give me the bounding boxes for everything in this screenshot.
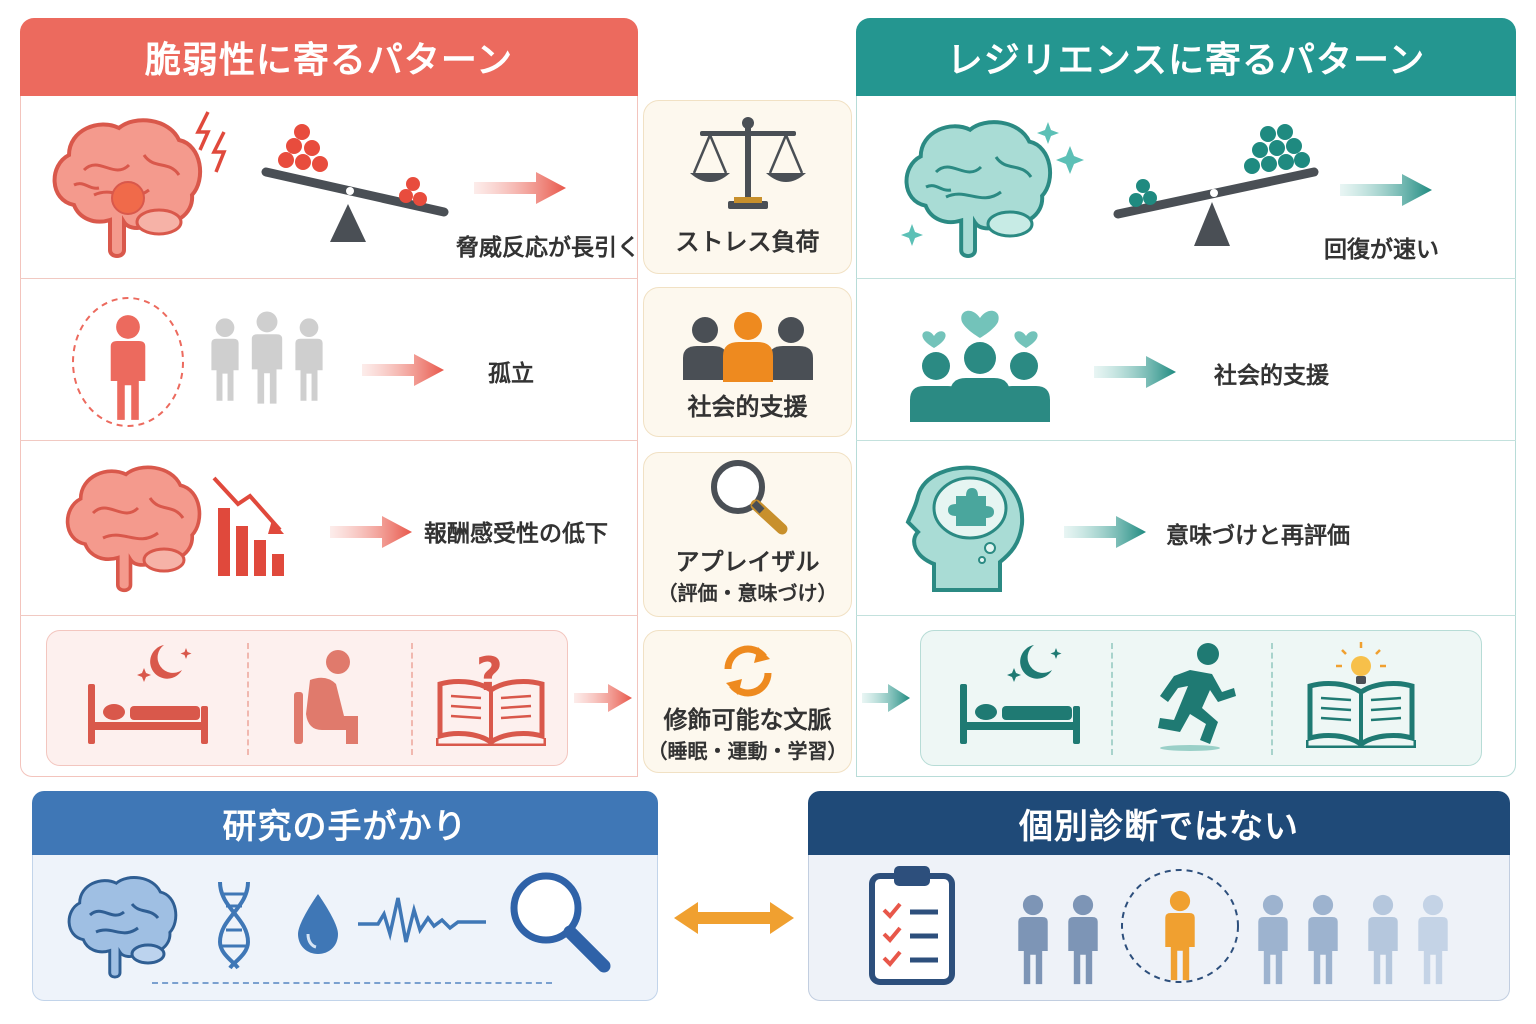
double-arrow-icon — [674, 902, 794, 934]
seesaw-icon — [1113, 124, 1319, 246]
research-clues-header: 研究の手がかり — [32, 791, 658, 855]
head-puzzle-icon — [905, 465, 1025, 592]
social-support-center-label: 社会的支援 — [687, 393, 808, 421]
magnifier-icon — [710, 460, 787, 535]
population-icon — [1018, 894, 1448, 985]
arrow-right-icon — [1064, 516, 1146, 548]
vulnerability-header: 脆弱性に寄るパターン — [20, 18, 638, 96]
appraisal-label: アプレイザル — [675, 548, 820, 576]
arrow-right-icon — [1340, 174, 1432, 206]
social-support-right-label: 社会的支援 — [1214, 363, 1329, 389]
row-divider — [20, 615, 638, 616]
threat-response-label: 脅威反応が長引く — [456, 235, 640, 261]
arrow-right-icon — [1094, 356, 1176, 388]
modifiable-context-box: 修飾可能な文脈 （睡眠・運動・学習） — [643, 630, 852, 773]
book-question-icon: ? — [436, 647, 546, 748]
arrow-right-icon — [862, 684, 910, 712]
running-person-icon — [1158, 643, 1236, 751]
sparkle-icon — [901, 122, 1084, 246]
row-divider — [856, 615, 1516, 616]
recovery-label: 回復が速い — [1324, 237, 1439, 263]
appraisal-sub-label: （評価・意味づけ） — [657, 581, 838, 605]
row-divider — [20, 278, 638, 279]
arrow-right-icon — [362, 354, 444, 386]
stressed-brain-icon — [52, 118, 203, 258]
seesaw-icon — [261, 124, 449, 242]
row-divider — [20, 440, 638, 441]
supportive-people-icon — [910, 310, 1050, 422]
moon-stars-icon — [1007, 645, 1062, 682]
arrow-right-icon — [474, 172, 566, 204]
appraisal-box: アプレイザル （評価・意味づけ） — [643, 452, 852, 617]
reward-sensitivity-label: 報酬感受性の低下 — [424, 521, 608, 547]
modifiable-context-label: 修飾可能な文脈 — [663, 706, 832, 734]
clipboard-icon — [869, 866, 955, 985]
isolated-person-icon — [72, 297, 184, 427]
sitting-person-icon — [294, 650, 358, 744]
book-lightbulb-icon — [1306, 642, 1416, 750]
drop-icon — [298, 894, 338, 954]
highlighted-person-icon — [1121, 869, 1239, 983]
resilience-header: レジリエンスに寄るパターン — [856, 18, 1516, 96]
moon-stars-icon — [137, 645, 192, 682]
people-group-icon — [211, 311, 323, 404]
balance-scale-icon — [689, 117, 806, 209]
not-diagnosis-header: 個別診断ではない — [808, 791, 1510, 855]
stress-load-box: ストレス負荷 — [643, 100, 852, 274]
bed-icon — [960, 684, 1080, 744]
waveform-icon — [358, 897, 486, 943]
people-icon — [682, 312, 813, 382]
row-divider — [856, 440, 1516, 441]
arrow-right-icon — [330, 516, 412, 548]
bed-icon — [88, 684, 208, 744]
modifiable-context-sub-label: （睡眠・運動・学習） — [647, 739, 848, 763]
arrow-right-icon — [574, 684, 632, 712]
magnifier-icon — [510, 872, 611, 973]
declining-chart-icon — [212, 476, 284, 576]
calm-brain-icon — [904, 120, 1053, 259]
dna-icon — [217, 881, 251, 970]
lightning-icon — [195, 111, 227, 173]
brain-icon — [67, 876, 178, 979]
meaning-reappraisal-label: 意味づけと再評価 — [1166, 523, 1350, 549]
dashed-baseline — [152, 982, 552, 984]
cycle-arrows-icon — [724, 645, 771, 697]
row-divider — [856, 278, 1516, 279]
social-support-box: 社会的支援 — [643, 287, 852, 437]
brain-icon — [65, 465, 202, 593]
stress-load-label: ストレス負荷 — [675, 228, 820, 256]
isolation-label: 孤立 — [488, 361, 534, 387]
